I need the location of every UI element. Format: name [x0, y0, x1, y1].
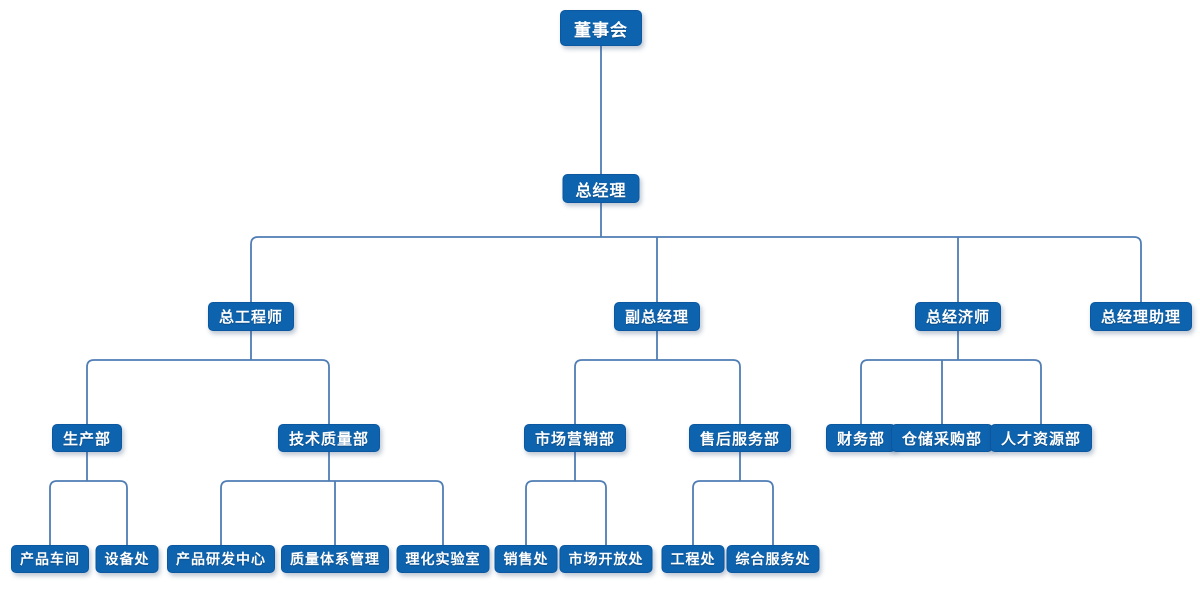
org-node-zhiliangtixiguanli: 质量体系管理: [281, 545, 389, 573]
org-node-shichangyingxiaobu: 市场营销部: [523, 424, 627, 452]
org-node-shouhoufuwubu: 售后服务部: [688, 424, 792, 452]
org-node-gongchengchu: 工程处: [661, 545, 725, 573]
org-node-caiwubu: 财务部: [825, 424, 897, 452]
org-node-zonggongchengshi: 总工程师: [207, 302, 295, 331]
connector: [220, 480, 444, 545]
connector: [574, 359, 741, 424]
org-node-rencaiziyuanbu: 人才资源部: [989, 424, 1093, 452]
org-node-zonghefuwuchu: 综合服务处: [726, 545, 820, 573]
connector: [49, 480, 128, 545]
org-node-jishuzhiliangbu: 技术质量部: [277, 424, 381, 452]
org-node-zongjingjishi: 总经济师: [914, 302, 1002, 331]
org-node-fuzongjingli: 副总经理: [613, 302, 701, 331]
connector: [250, 236, 1142, 302]
connector: [860, 359, 1042, 424]
org-node-chanpinyanfazhongxin: 产品研发中心: [167, 545, 275, 573]
org-node-shichangkaifangchu: 市场开放处: [559, 545, 653, 573]
org-node-chanpinchejian: 产品车间: [11, 545, 89, 573]
org-node-dongshihui: 董事会: [560, 10, 642, 46]
connector: [525, 480, 607, 545]
org-node-zongjingli: 总经理: [562, 174, 640, 203]
org-node-xiaoshouchu: 销售处: [494, 545, 558, 573]
connector: [692, 480, 774, 545]
org-node-shengchanbu: 生产部: [51, 424, 123, 452]
org-node-shebeichu: 设备处: [95, 545, 159, 573]
org-node-zongjinglizhuli: 总经理助理: [1089, 302, 1193, 331]
org-node-cangchucaigoubu: 仓储采购部: [890, 424, 994, 452]
org-node-lihuashiyanshi: 理化实验室: [396, 545, 490, 573]
connector: [86, 359, 330, 424]
